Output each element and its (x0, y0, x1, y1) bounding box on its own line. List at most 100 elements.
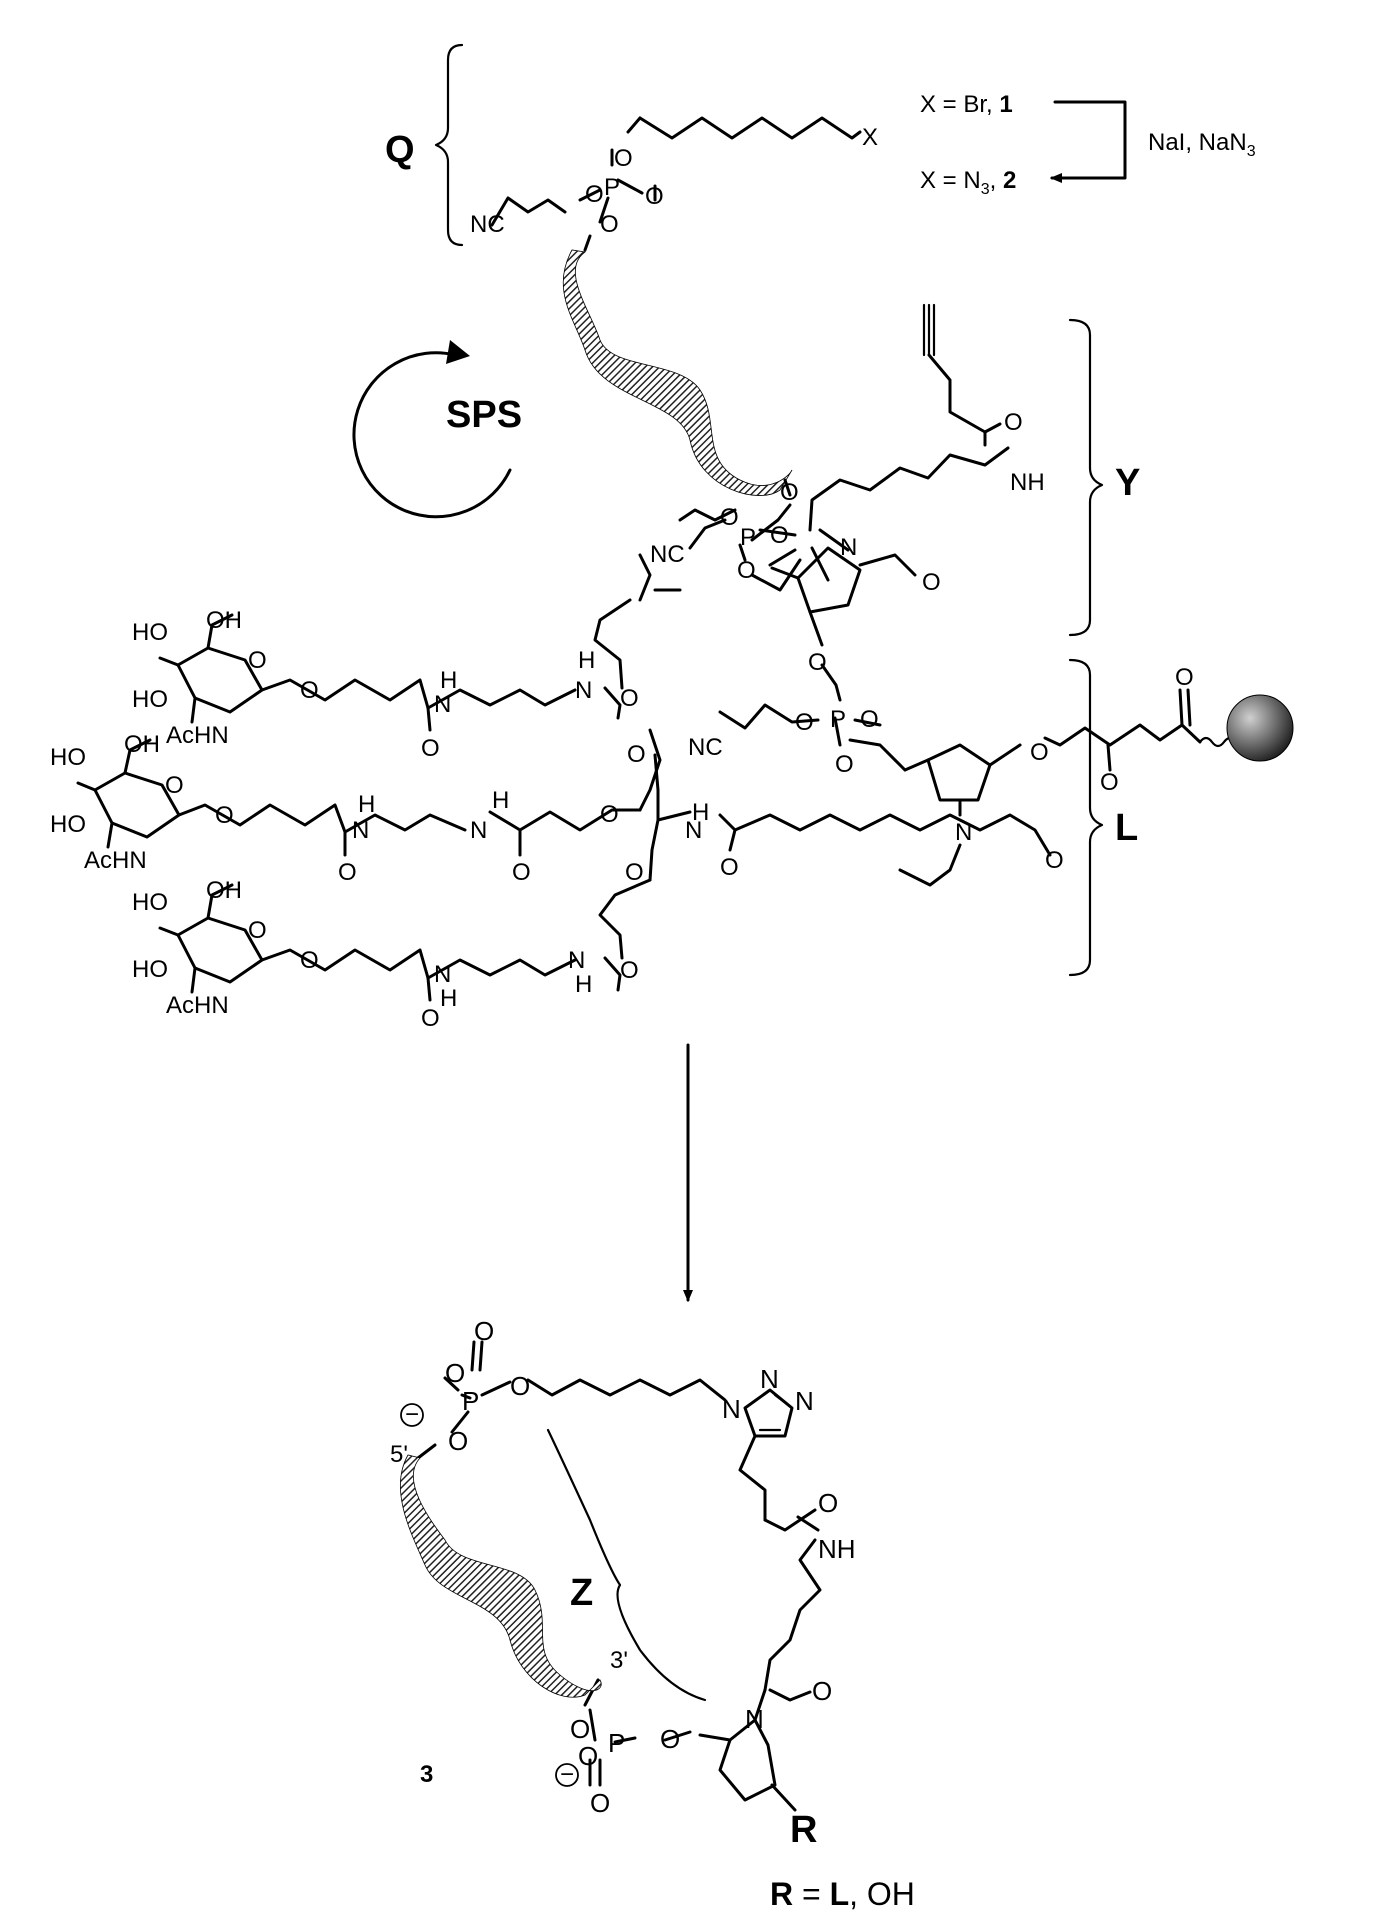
sugar2-nh2-n: N (470, 817, 487, 844)
sugar1-amide2-o: O (620, 685, 639, 712)
sugar2-ho-top: HO (50, 744, 86, 771)
atom-o-q4: O (600, 211, 619, 238)
sugar3-oh: OH (206, 877, 242, 904)
oligonucleotide-strand (563, 250, 792, 496)
sugar3-nh2-h: H (575, 971, 592, 998)
atom-o-q1: O (614, 145, 633, 172)
p3-o-5: O (448, 1426, 468, 1456)
sugar2-achn: AcHN (84, 847, 147, 874)
atom-o-est1: O (1030, 739, 1049, 766)
sugar2-nh1-h: H (358, 791, 375, 818)
atom-o-pl3: O (795, 709, 814, 736)
p3-o-amide2: O (812, 1676, 832, 1706)
sugar2-ether-o: O (600, 801, 619, 828)
atom-o-pl1: O (808, 649, 827, 676)
p3-minus-bottom: − (560, 1761, 574, 1788)
nitrile-y: NC (650, 541, 685, 568)
linker-q (492, 118, 860, 250)
r-definition: R = L, OH (770, 1876, 915, 1912)
x-label: X (862, 124, 878, 151)
sugar3-nh1-n: N (434, 961, 451, 988)
atom-o-py2: O (770, 522, 789, 549)
compound-3-label: 3 (420, 1761, 433, 1788)
sugar1-amide-o: O (421, 735, 440, 762)
sugar2-nh2-h: H (492, 787, 509, 814)
solid-support-bead (1227, 695, 1293, 761)
p3-r-substituent: R (790, 1809, 817, 1851)
p3-o-top: O (474, 1316, 494, 1346)
reagents-text: NaI, NaN3 (1148, 129, 1256, 160)
atom-o-py1: O (780, 479, 799, 506)
sugar1-ether-o: O (627, 741, 646, 768)
atom-o-y2: O (922, 569, 941, 596)
atom-o-est2: O (1100, 769, 1119, 796)
sugar3-nh2-n: N (568, 947, 585, 974)
sugar2-oh: OH (124, 731, 160, 758)
label-z: Z (570, 1572, 593, 1614)
sugar2-amide2-o: O (512, 859, 531, 886)
halide-exchange-arrow (1052, 102, 1125, 178)
nitrile-q: NC (470, 211, 505, 238)
sugar1-nh2-h: H (578, 647, 595, 674)
nitrile-l: NC (688, 734, 723, 761)
atom-o-pl4: O (835, 751, 854, 778)
sugar1-ring-o: O (248, 647, 267, 674)
atom-nh-y: NH (1010, 469, 1045, 496)
sugar3-ether-o: O (625, 859, 644, 886)
sugar2-amide-o: O (338, 859, 357, 886)
sugar1-nh2-n: N (575, 677, 592, 704)
sugar1-nh1-n: N (434, 691, 451, 718)
atom-o-q3: O (585, 181, 604, 208)
atom-o-y1: O (1004, 409, 1023, 436)
label-q: Q (385, 129, 415, 171)
sugar2-glyc-o: O (215, 802, 234, 829)
p3-o-ester-top: O (510, 1371, 530, 1401)
alkyne-chain (752, 305, 1008, 590)
triazole-n2: N (760, 1364, 779, 1394)
sugar3-achn: AcHN (166, 992, 229, 1019)
core-nh-n: N (685, 817, 702, 844)
y-bracket (1070, 320, 1102, 635)
sugar3-glyc-o: O (300, 947, 319, 974)
sugar1-achn: AcHN (166, 722, 229, 749)
p3-nh: NH (818, 1534, 856, 1564)
label-y: Y (1115, 462, 1140, 504)
label-sps: SPS (446, 394, 522, 436)
sugar1-glyc-o: O (300, 677, 319, 704)
sugar3-nh1-h: H (440, 985, 457, 1012)
triazole-n1: N (722, 1394, 741, 1424)
atom-o-ket: O (1175, 664, 1194, 691)
sugar3-ho: HO (132, 956, 168, 983)
sugar1-ho-top: HO (132, 619, 168, 646)
label-3-prime: 3' (610, 1647, 628, 1674)
q-bracket (436, 45, 462, 245)
l-bracket (1070, 660, 1102, 975)
p3-o-ester-bottom: O (660, 1724, 680, 1754)
p3-p-bottom: P (608, 1728, 625, 1758)
p3-o-amide: O (818, 1488, 838, 1518)
label-5-prime: 5' (390, 1441, 408, 1468)
sugar1-ho: HO (132, 686, 168, 713)
atom-o-py3: O (720, 504, 739, 531)
atom-p-y: P (740, 524, 756, 551)
sugar3-ho-top: HO (132, 889, 168, 916)
sugar1-oh: OH (206, 607, 242, 634)
atom-p-l: P (830, 706, 846, 733)
triazole-n3: N (795, 1386, 814, 1416)
p3-o-neg-bottom: O (578, 1741, 598, 1771)
atom-o-q2: O (645, 183, 664, 210)
x-n3-text: X = N3, 2 (920, 167, 1016, 198)
label-l: L (1115, 807, 1138, 849)
sugar2-ring-o: O (165, 772, 184, 799)
p3-o-3: O (570, 1714, 590, 1744)
p3-n-pyr: N (745, 1704, 764, 1734)
pyrrolidine-ring-1 (772, 548, 915, 645)
sugar3-amide-o: O (421, 1005, 440, 1032)
atom-p-q: P (604, 174, 620, 201)
atom-o-pl2: O (860, 706, 879, 733)
sugar2-ho: HO (50, 811, 86, 838)
sugar1-nh1-h: H (440, 667, 457, 694)
sugar3-amide2-o: O (620, 957, 639, 984)
x-br-text: X = Br, 1 (920, 91, 1013, 118)
